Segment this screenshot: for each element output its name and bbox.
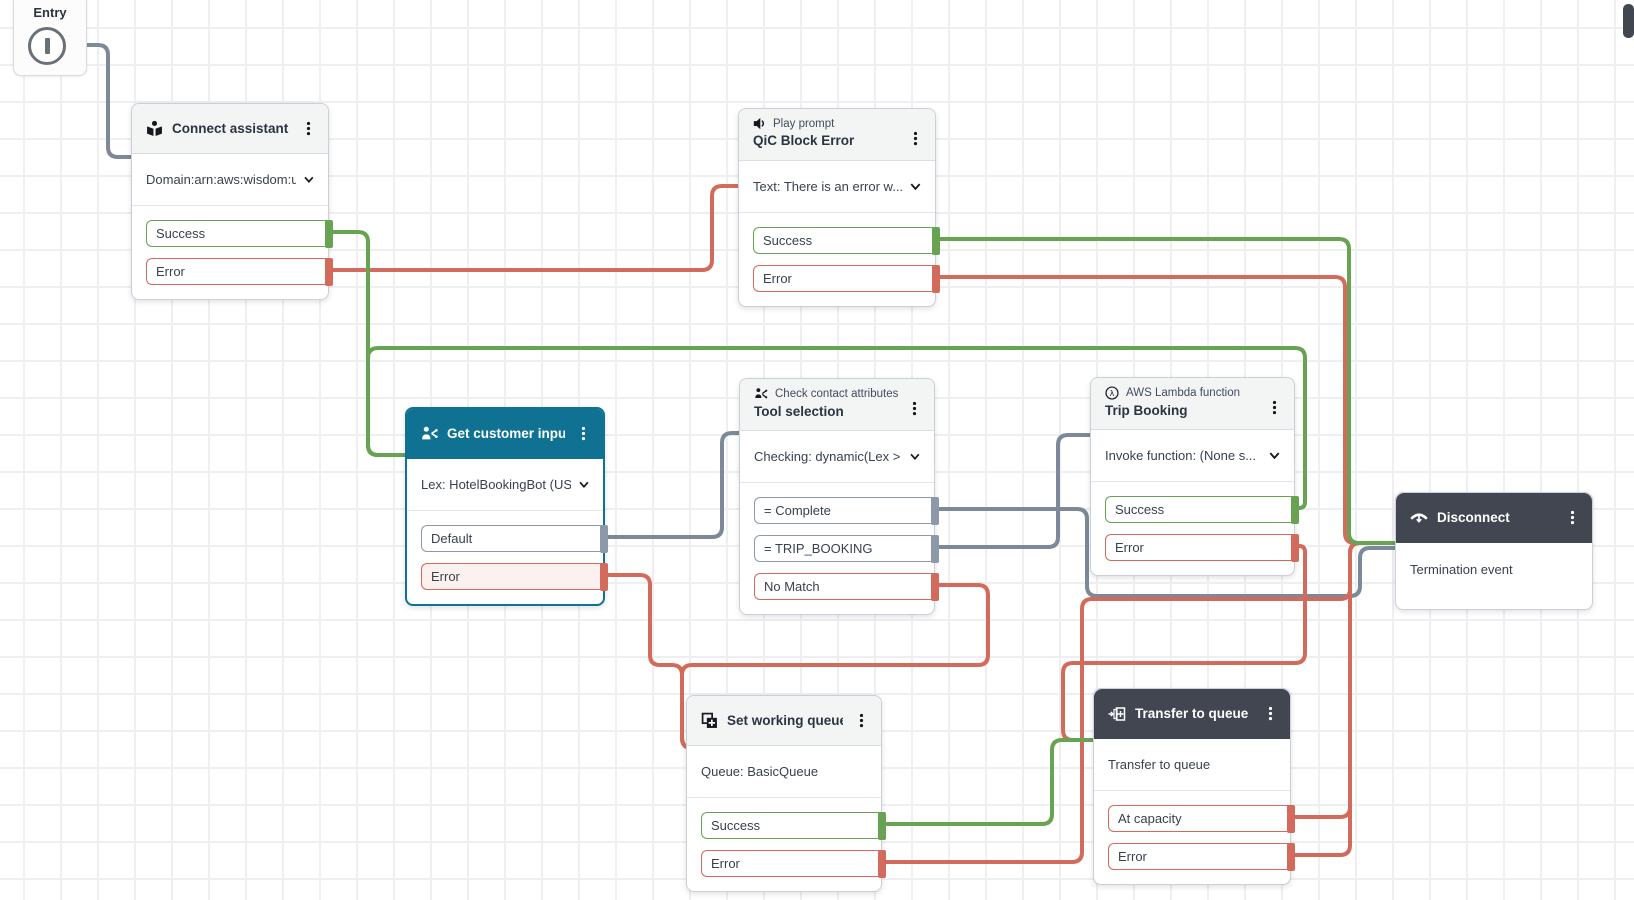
port-stub[interactable] bbox=[931, 496, 939, 525]
chevron-down-icon bbox=[304, 176, 314, 183]
kebab-menu-icon[interactable] bbox=[1265, 397, 1284, 418]
chevron-down-icon bbox=[910, 183, 921, 191]
node-transfer-to-queue[interactable]: Transfer to queue Transfer to queue At c… bbox=[1093, 688, 1295, 885]
node-title: Disconnect bbox=[1437, 510, 1510, 525]
wire-set_working_queue-success bbox=[880, 738, 1109, 826]
port-stub[interactable] bbox=[325, 257, 333, 286]
kebab-menu-icon[interactable] bbox=[905, 398, 924, 419]
node-get-customer-input[interactable]: Get customer input Lex: HotelBookingBot … bbox=[405, 407, 608, 606]
node-header[interactable]: Disconnect bbox=[1396, 493, 1592, 543]
kebab-menu-icon[interactable] bbox=[852, 710, 871, 731]
port-complete[interactable]: = Complete bbox=[754, 496, 939, 525]
scrollbar-thumb[interactable] bbox=[1623, 4, 1634, 38]
port-success[interactable]: Success bbox=[701, 811, 886, 840]
node-header[interactable]: Get customer input bbox=[407, 409, 603, 459]
connect-assistant-icon bbox=[146, 120, 163, 137]
parameter-dropdown[interactable]: Lex: HotelBookingBot (US... bbox=[407, 459, 603, 511]
port-error[interactable]: Error bbox=[753, 264, 940, 293]
set-queue-icon bbox=[701, 712, 718, 729]
kebab-menu-icon[interactable] bbox=[1563, 507, 1582, 528]
node-header[interactable]: Play prompt QiC Block Error bbox=[739, 109, 935, 161]
node-set-working-queue[interactable]: Set working queue Queue: BasicQueue Succ… bbox=[686, 695, 886, 892]
chevron-down-icon bbox=[1269, 452, 1280, 460]
entry-output-port[interactable] bbox=[28, 27, 66, 65]
kebab-menu-icon[interactable] bbox=[906, 128, 925, 149]
node-type-label: Check contact attributes bbox=[775, 388, 899, 400]
port-stub[interactable] bbox=[931, 572, 939, 601]
port-error[interactable]: Error bbox=[701, 849, 886, 878]
node-disconnect[interactable]: Disconnect Termination event bbox=[1395, 492, 1593, 610]
parameter-text: Termination event bbox=[1410, 561, 1513, 577]
node-title: Connect assistant bbox=[172, 121, 289, 136]
transfer-queue-icon bbox=[1108, 706, 1126, 722]
node-title: Get customer input bbox=[447, 426, 565, 441]
port-stub[interactable] bbox=[932, 264, 940, 293]
port-no-match[interactable]: No Match bbox=[754, 572, 939, 601]
port-at-capacity[interactable]: At capacity bbox=[1108, 804, 1295, 833]
port-stub[interactable] bbox=[931, 534, 939, 563]
wire-tool_selection-trip_booking bbox=[933, 433, 1106, 549]
check-attributes-icon bbox=[754, 387, 768, 401]
port-default[interactable]: Default bbox=[421, 524, 608, 553]
port-error[interactable]: Error bbox=[1105, 533, 1299, 562]
parameter-text[interactable]: Queue: BasicQueue bbox=[687, 746, 881, 798]
wire-get_customer_input-default bbox=[602, 431, 755, 539]
chevron-down-icon bbox=[579, 481, 589, 488]
node-header[interactable]: λ AWS Lambda function Trip Booking bbox=[1091, 378, 1294, 430]
wire-connect_assistant-error bbox=[327, 184, 754, 272]
port-trip-booking[interactable]: = TRIP_BOOKING bbox=[754, 534, 939, 563]
chevron-down-icon bbox=[910, 453, 920, 460]
node-title: QiC Block Error bbox=[753, 133, 855, 148]
parameter-text[interactable]: Transfer to queue bbox=[1094, 739, 1290, 791]
port-stub[interactable] bbox=[878, 811, 886, 840]
port-success[interactable]: Success bbox=[753, 226, 940, 255]
parameter-dropdown[interactable]: Checking: dynamic(Lex > ... bbox=[740, 431, 934, 483]
port-success[interactable]: Success bbox=[146, 219, 333, 248]
lambda-icon: λ bbox=[1105, 386, 1119, 400]
port-stub[interactable] bbox=[1287, 842, 1295, 871]
customer-input-icon bbox=[421, 425, 438, 442]
node-header[interactable]: Transfer to queue bbox=[1094, 689, 1290, 739]
node-type-label: AWS Lambda function bbox=[1126, 387, 1240, 399]
node-header[interactable]: Set working queue bbox=[687, 696, 881, 746]
node-tool-selection[interactable]: Check contact attributes Tool selection … bbox=[739, 378, 939, 615]
node-header[interactable]: Connect assistant bbox=[132, 104, 328, 154]
port-error[interactable]: Error bbox=[146, 257, 333, 286]
node-title: Tool selection bbox=[754, 404, 844, 419]
entry-label: Entry bbox=[33, 5, 67, 20]
port-stub[interactable] bbox=[325, 219, 333, 248]
port-stub[interactable] bbox=[1287, 804, 1295, 833]
node-title: Transfer to queue bbox=[1135, 706, 1249, 721]
node-play-prompt[interactable]: Play prompt QiC Block Error Text: There … bbox=[738, 108, 940, 307]
node-trip-booking[interactable]: λ AWS Lambda function Trip Booking Invok… bbox=[1090, 377, 1299, 576]
disconnect-phone-icon bbox=[1410, 510, 1428, 525]
node-type-label: Play prompt bbox=[773, 117, 835, 130]
port-stub[interactable] bbox=[1291, 533, 1299, 562]
port-stub[interactable] bbox=[932, 226, 940, 255]
node-header[interactable]: Check contact attributes Tool selection bbox=[740, 379, 934, 431]
entry-node: Entry bbox=[13, 0, 87, 76]
wire-transfer_to_queue-at-capacity bbox=[1289, 541, 1411, 819]
wire-transfer_to_queue-error bbox=[1289, 541, 1411, 857]
port-stub[interactable] bbox=[1291, 495, 1299, 524]
parameter-dropdown[interactable]: Text: There is an error w... bbox=[739, 161, 935, 213]
port-stub[interactable] bbox=[600, 562, 608, 591]
svg-text:λ: λ bbox=[1110, 389, 1115, 398]
port-error[interactable]: Error bbox=[421, 562, 608, 591]
node-title: Trip Booking bbox=[1105, 403, 1188, 418]
parameter-dropdown[interactable]: Invoke function: (None s... bbox=[1091, 430, 1294, 482]
node-title: Set working queue bbox=[727, 713, 843, 728]
parameter-dropdown[interactable]: Domain:arn:aws:wisdom:u... bbox=[132, 154, 328, 206]
speaker-icon bbox=[753, 117, 766, 130]
kebab-menu-icon[interactable] bbox=[1261, 703, 1280, 724]
port-stub[interactable] bbox=[878, 849, 886, 878]
port-success[interactable]: Success bbox=[1105, 495, 1299, 524]
port-stub[interactable] bbox=[600, 524, 608, 553]
node-connect-assistant[interactable]: Connect assistant Domain:arn:aws:wisdom:… bbox=[131, 103, 333, 300]
kebab-menu-icon[interactable] bbox=[299, 118, 318, 139]
port-error[interactable]: Error bbox=[1108, 842, 1295, 871]
kebab-menu-icon[interactable] bbox=[574, 423, 593, 444]
